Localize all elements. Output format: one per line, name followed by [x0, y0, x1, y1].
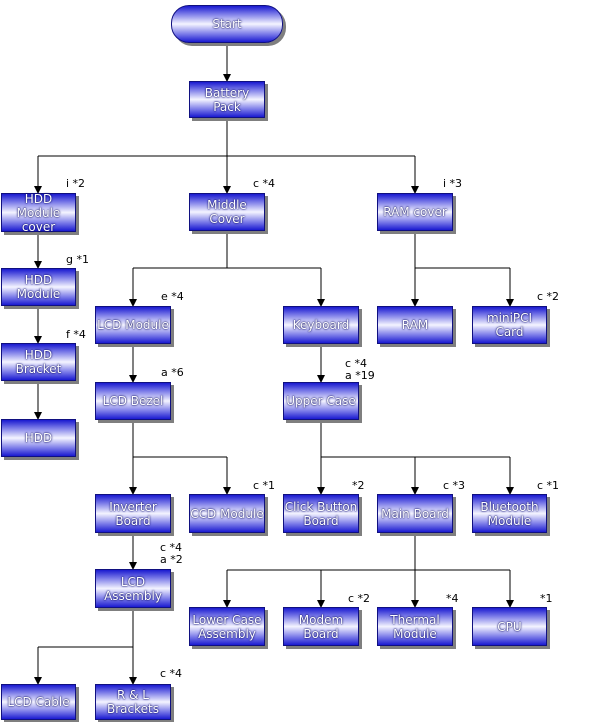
node-main-board[interactable]: Main Board	[377, 494, 453, 533]
node-ram-cover[interactable]: RAM cover	[377, 193, 453, 231]
screw-label-hdd-bracket: f *4	[66, 328, 86, 341]
screw-label-minipci: c *2	[537, 290, 560, 303]
screw-label-upper-case: c *4 a *19	[345, 357, 375, 382]
screw-label-middle-cover: c *4	[253, 177, 276, 190]
node-hdd-module[interactable]: HDD Module	[1, 268, 76, 306]
screw-label-hdd-cover: i *2	[66, 177, 86, 190]
node-lcd-cable[interactable]: LCD Cable	[1, 684, 76, 720]
node-bluetooth-module[interactable]: Bluetooth Module	[472, 494, 547, 533]
node-lcd-bezel[interactable]: LCD Bezel	[95, 382, 171, 420]
node-click-button-board[interactable]: Click Button Board	[283, 494, 359, 533]
node-upper-case[interactable]: Upper Case	[283, 382, 359, 420]
node-battery-pack[interactable]: Battery Pack	[189, 81, 265, 118]
node-rl-brackets[interactable]: R & L Brackets	[95, 684, 171, 720]
node-hdd[interactable]: HDD	[1, 419, 76, 457]
node-lcd-assembly[interactable]: LCD Assembly	[95, 569, 171, 608]
node-keyboard[interactable]: Keyboard	[283, 306, 359, 344]
screw-label-ccd: c *1	[253, 479, 276, 492]
node-start[interactable]: Start	[171, 5, 283, 43]
screw-label-main-board: c *3	[443, 479, 466, 492]
screw-label-lcd-module: e *4	[161, 290, 184, 303]
screw-label-thermal: *4	[446, 592, 459, 605]
node-middle-cover[interactable]: Middle Cover	[189, 193, 265, 231]
screw-label-ram-cover: i *3	[443, 177, 463, 190]
screw-label-click-button: *2	[352, 479, 365, 492]
screw-label-hdd-module: g *1	[66, 253, 89, 266]
screw-label-bluetooth: c *1	[537, 479, 560, 492]
node-inverter-board[interactable]: Inverter Board	[95, 494, 171, 533]
node-minipci-card[interactable]: miniPCI Card	[472, 306, 547, 344]
screw-label-brackets: c *4	[160, 667, 183, 680]
node-modem-board[interactable]: Modem Board	[283, 607, 359, 646]
node-thermal-module[interactable]: Thermal Module	[377, 607, 453, 646]
node-lower-case-assembly[interactable]: Lower Case Assembly	[189, 607, 265, 646]
node-cpu[interactable]: CPU	[472, 607, 547, 646]
node-ccd-module[interactable]: CCD Module	[189, 494, 265, 533]
screw-label-lcd-assembly: c *4 a *2	[160, 541, 183, 566]
node-ram[interactable]: RAM	[377, 306, 453, 344]
node-hdd-bracket[interactable]: HDD Bracket	[1, 343, 76, 381]
node-lcd-module[interactable]: LCD Module	[95, 306, 171, 344]
screw-label-lcd-bezel: a *6	[161, 366, 184, 379]
screw-label-modem: c *2	[348, 592, 371, 605]
node-hdd-module-cover[interactable]: HDD Module cover	[1, 192, 76, 234]
screw-label-cpu: *1	[540, 592, 553, 605]
